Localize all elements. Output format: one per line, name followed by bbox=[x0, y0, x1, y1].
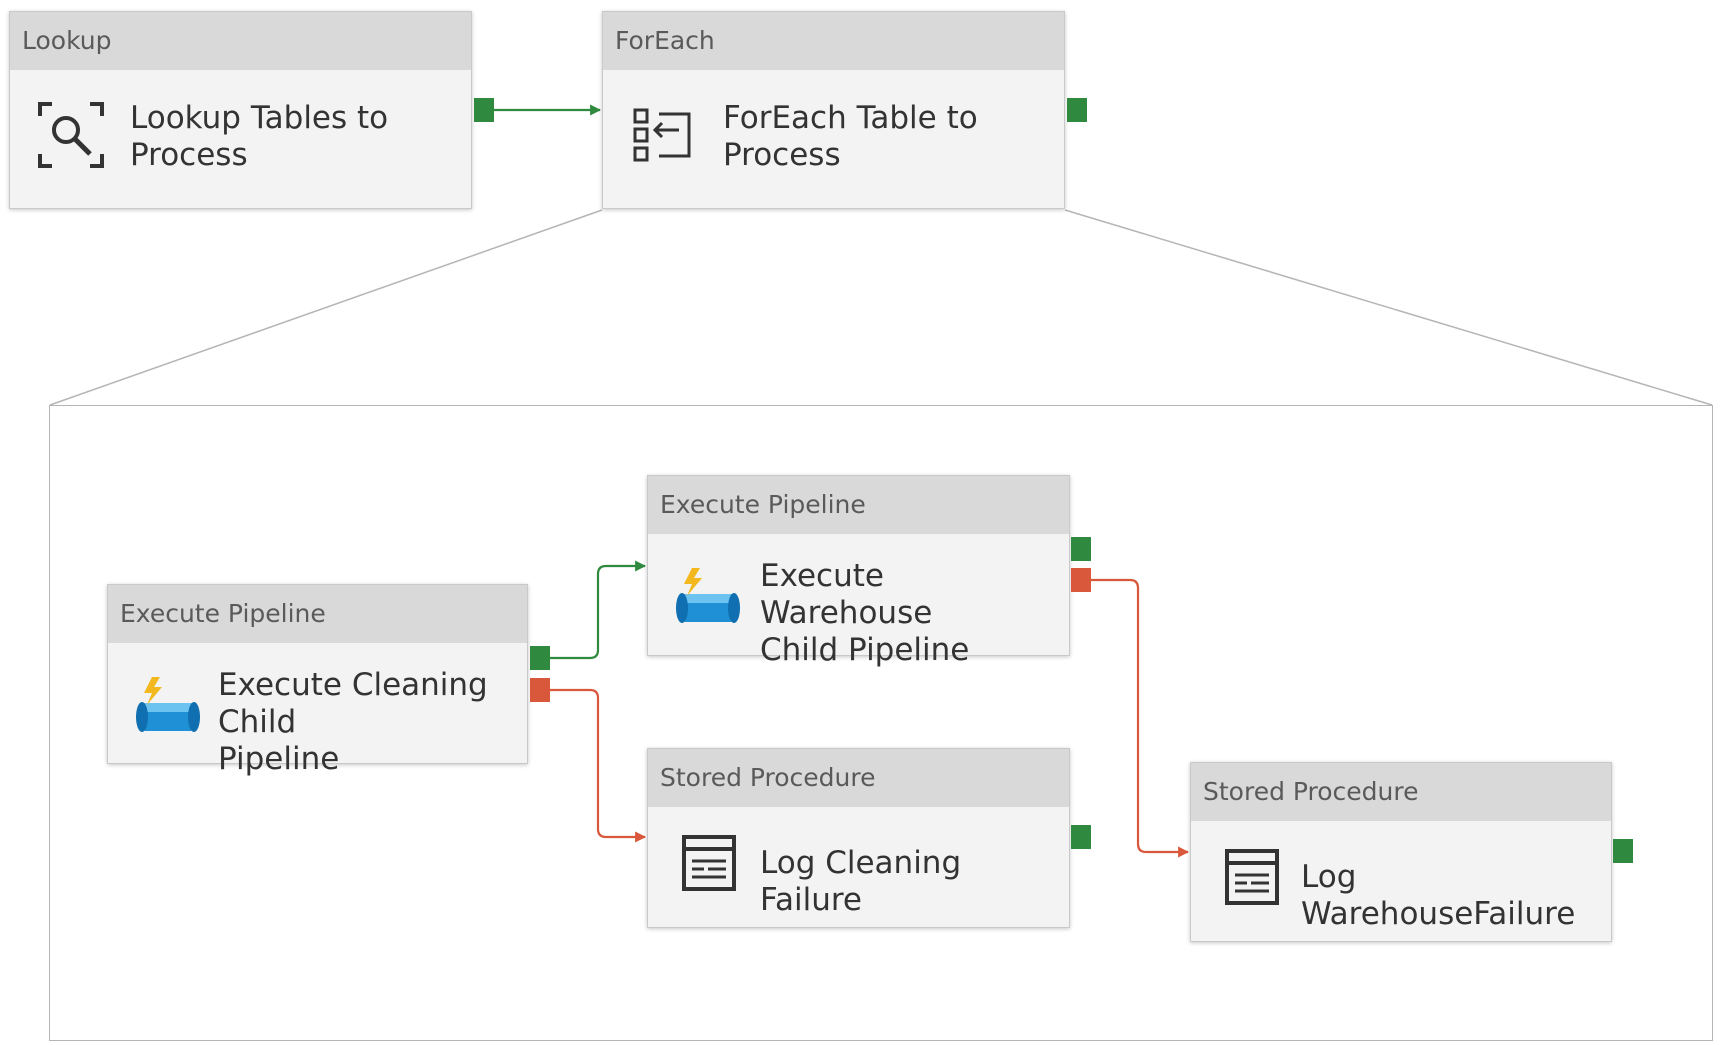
foreach-activity[interactable]: ForEach ForEach Table to Process bbox=[602, 11, 1065, 209]
execute-cleaning-activity[interactable]: Execute Pipeline Execute Cleaning Child … bbox=[107, 584, 528, 777]
log-cleaning-failure-activity[interactable]: Stored Procedure Log Cleaning Failure bbox=[647, 748, 1070, 928]
activity-type-label: ForEach bbox=[603, 12, 1064, 70]
activity-name: Log WarehouseFailure bbox=[1301, 859, 1576, 932]
foreach-success-port[interactable] bbox=[1067, 98, 1087, 122]
cleaning-success-port[interactable] bbox=[530, 646, 550, 670]
warehouse-success-port[interactable] bbox=[1071, 537, 1091, 561]
stored-procedure-icon bbox=[1225, 849, 1279, 905]
log-warehouse-failure-activity[interactable]: Stored Procedure Log WarehouseFailure bbox=[1190, 762, 1612, 942]
activity-type-label: Execute Pipeline bbox=[648, 476, 1069, 534]
activity-type-label: Stored Procedure bbox=[648, 749, 1069, 807]
foreach-inner-activities-frame bbox=[49, 405, 1713, 1041]
expand-line-right bbox=[1064, 209, 1713, 406]
connector-cleaning-success[interactable] bbox=[550, 560, 647, 660]
activity-type-label: Execute Pipeline bbox=[108, 585, 527, 643]
execute-pipeline-icon bbox=[676, 568, 740, 623]
connector-cleaning-failure[interactable] bbox=[550, 688, 647, 843]
warehouse-failure-port[interactable] bbox=[1071, 568, 1091, 592]
activity-name: Execute Warehouse Child Pipeline bbox=[760, 558, 970, 668]
log-warehouse-success-port[interactable] bbox=[1613, 839, 1633, 863]
execute-warehouse-activity[interactable]: Execute Pipeline Execute Warehouse Child… bbox=[647, 475, 1070, 668]
connector-warehouse-failure[interactable] bbox=[1090, 578, 1190, 858]
lookup-activity[interactable]: Lookup Lookup Tables to Process bbox=[9, 11, 472, 209]
expand-line-left bbox=[49, 209, 603, 406]
activity-name: ForEach Table to Process bbox=[723, 100, 978, 173]
activity-type-label: Lookup bbox=[10, 12, 471, 70]
lookup-icon bbox=[38, 102, 104, 168]
cleaning-failure-port[interactable] bbox=[530, 678, 550, 702]
activity-type-label: Stored Procedure bbox=[1191, 763, 1611, 821]
execute-pipeline-icon bbox=[136, 677, 200, 732]
lookup-success-port[interactable] bbox=[474, 98, 494, 122]
foreach-icon bbox=[633, 108, 691, 162]
stored-procedure-icon bbox=[682, 835, 736, 891]
log-cleaning-success-port[interactable] bbox=[1071, 825, 1091, 849]
activity-name: Execute Cleaning Child Pipeline bbox=[218, 667, 488, 777]
activity-name: Lookup Tables to Process bbox=[130, 100, 389, 173]
activity-name: Log Cleaning Failure bbox=[760, 845, 962, 918]
